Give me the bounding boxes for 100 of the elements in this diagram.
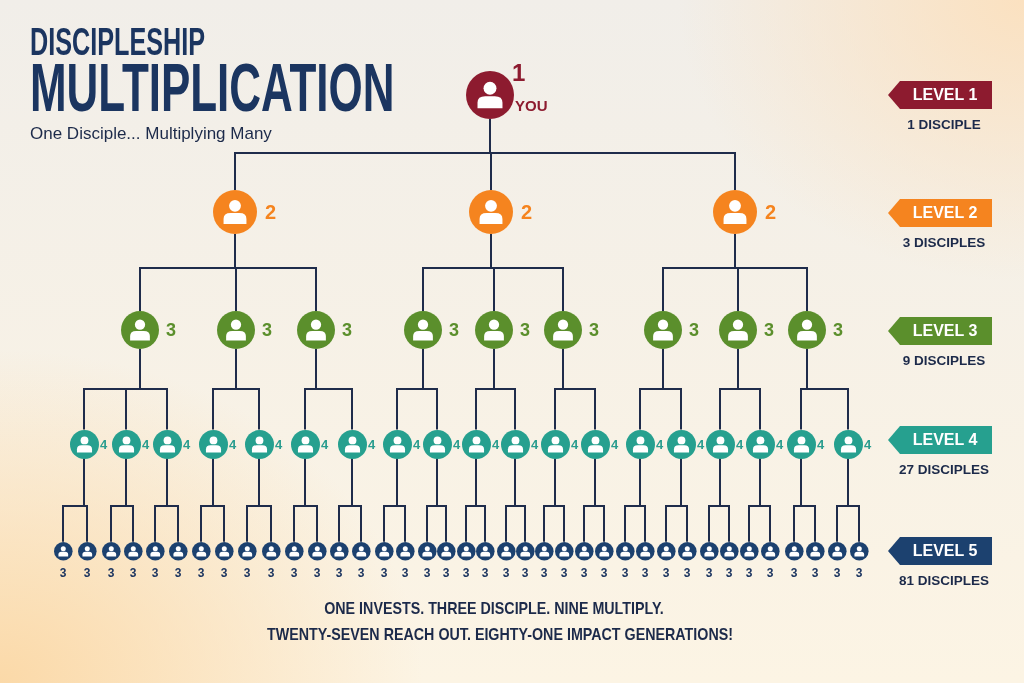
level-number: 3 [745,567,753,579]
level-number: 2 [265,202,277,222]
person-avatar-icon [417,541,437,561]
level-number: 3 [174,567,182,579]
level-number: 3 [267,567,275,579]
level-tag: LEVEL 5 [888,537,992,565]
level-number: 3 [766,567,774,579]
level-number: 3 [335,567,343,579]
person-avatar-icon [699,541,719,561]
person-avatar-icon [540,429,570,459]
person-avatar-icon [261,541,281,561]
level-number: 3 [401,567,409,579]
person-avatar-icon [625,429,655,459]
level-number: 4 [817,437,825,451]
connector-line [847,457,860,543]
person-avatar-icon [515,541,535,561]
level-number: 3 [342,321,352,339]
connector-line [166,457,179,543]
person-avatar-icon [760,541,780,561]
level-number: 3 [521,567,529,579]
level-number: 3 [442,567,450,579]
level-number: 3 [589,321,599,339]
person-avatar-icon [827,541,847,561]
disciple-count: 27 DISCIPLES [899,463,989,477]
person-avatar-icon [644,311,682,349]
person-avatar-icon [580,429,610,459]
person-avatar-icon [615,541,635,561]
level-number: 4 [864,437,872,451]
person-avatar-icon [69,429,99,459]
person-avatar-icon [168,541,188,561]
person-avatar-icon [739,541,759,561]
level-number: 3 [423,567,431,579]
level-number: 3 [560,567,568,579]
level-number: 3 [481,567,489,579]
level-number: 3 [833,321,843,339]
connector-line [489,118,736,191]
tagline: ONE INVESTS. THREE DISCIPLE. NINE MULTIPLY. [324,600,664,619]
person-avatar-icon [436,541,456,561]
connector-line [490,233,564,312]
level-number: 4 [531,437,539,451]
disciple-count: 9 DISCIPLES [902,354,986,368]
person-avatar-icon [374,541,394,561]
level-number: 3 [502,567,510,579]
level-tag: LEVEL 2 [888,199,992,227]
person-avatar-icon [805,541,825,561]
person-avatar-icon [395,541,415,561]
connector-line [806,348,849,431]
person-avatar-icon [500,429,530,459]
connector-line [800,457,816,543]
person-avatar-icon [329,541,349,561]
person-avatar-icon [191,541,211,561]
person-avatar-icon [244,429,274,459]
connector-line [719,457,730,543]
level-number: 3 [855,567,863,579]
person-avatar-icon [123,541,143,561]
level-number: 3 [290,567,298,579]
person-avatar-icon [307,541,327,561]
level-number: 3 [641,567,649,579]
level-tag: LEVEL 4 [888,426,992,454]
level-number: 3 [129,567,137,579]
person-avatar-icon [475,311,513,349]
level-number: 3 [449,321,459,339]
person-avatar-icon [544,311,582,349]
person-avatar-icon [217,311,255,349]
person-avatar-icon [214,541,234,561]
person-avatar-icon [213,190,257,234]
level-number: 3 [520,321,530,339]
connector-line [737,348,761,431]
person-avatar-icon [745,429,775,459]
person-avatar-icon [788,311,826,349]
disciple-count: 3 DISCIPLES [902,236,986,250]
level-number: 4 [368,437,376,451]
person-avatar-icon [466,71,514,119]
level-number: 3 [621,567,629,579]
person-avatar-icon [404,311,442,349]
person-avatar-icon [111,429,141,459]
person-avatar-icon [719,541,739,561]
person-avatar-icon [574,541,594,561]
person-avatar-icon [469,190,513,234]
person-avatar-icon [382,429,412,459]
person-avatar-icon [101,541,121,561]
level-number: 3 [357,567,365,579]
level-tag: LEVEL 3 [888,317,992,345]
level-number: 3 [107,567,115,579]
connector-line [734,233,808,312]
person-avatar-icon [833,429,863,459]
level-number: 3 [580,567,588,579]
level-number: 4 [571,437,579,451]
level-number: 4 [656,437,664,451]
level-number: 1 [512,61,526,85]
level-number: 3 [833,567,841,579]
connector-line [680,457,688,543]
person-avatar-icon [713,190,757,234]
level-number: 4 [100,437,108,451]
level-number: 3 [725,567,733,579]
connector-line [514,457,526,543]
person-avatar-icon [337,429,367,459]
connector-line [493,348,516,431]
connector-line [594,457,605,543]
person-avatar-icon [786,429,816,459]
